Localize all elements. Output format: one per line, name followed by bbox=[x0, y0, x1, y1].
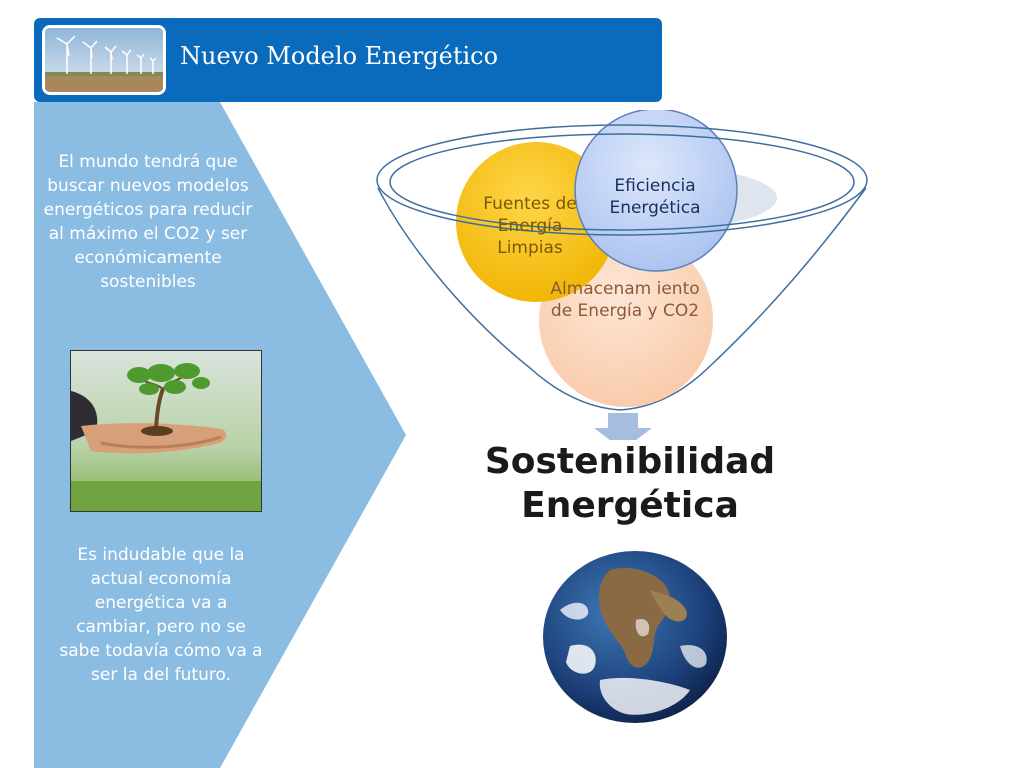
closing-paragraph: Es indudable que la actual economía ener… bbox=[59, 545, 263, 685]
intro-paragraph: El mundo tendrá que buscar nuevos modelo… bbox=[43, 152, 253, 292]
funnel-diagram bbox=[376, 110, 868, 440]
header-bar: Nuevo Modelo Energético bbox=[34, 18, 662, 102]
funnel-outline bbox=[377, 187, 867, 411]
arrow-down-icon bbox=[594, 413, 652, 440]
hands-holding-tree-photo bbox=[70, 350, 262, 512]
label-eficiencia: Eficiencia Energética bbox=[609, 176, 701, 218]
page-title: Nuevo Modelo Energético bbox=[180, 42, 499, 70]
label-almacenamiento: Almacenam iento de Energía y CO2 bbox=[550, 279, 700, 321]
earth-globe-photo bbox=[540, 550, 730, 725]
wind-turbines-photo bbox=[42, 25, 166, 95]
result-title: Sostenibilidad Energética bbox=[484, 441, 776, 526]
label-fuentes: Fuentes de Energía Limpias bbox=[483, 194, 577, 258]
